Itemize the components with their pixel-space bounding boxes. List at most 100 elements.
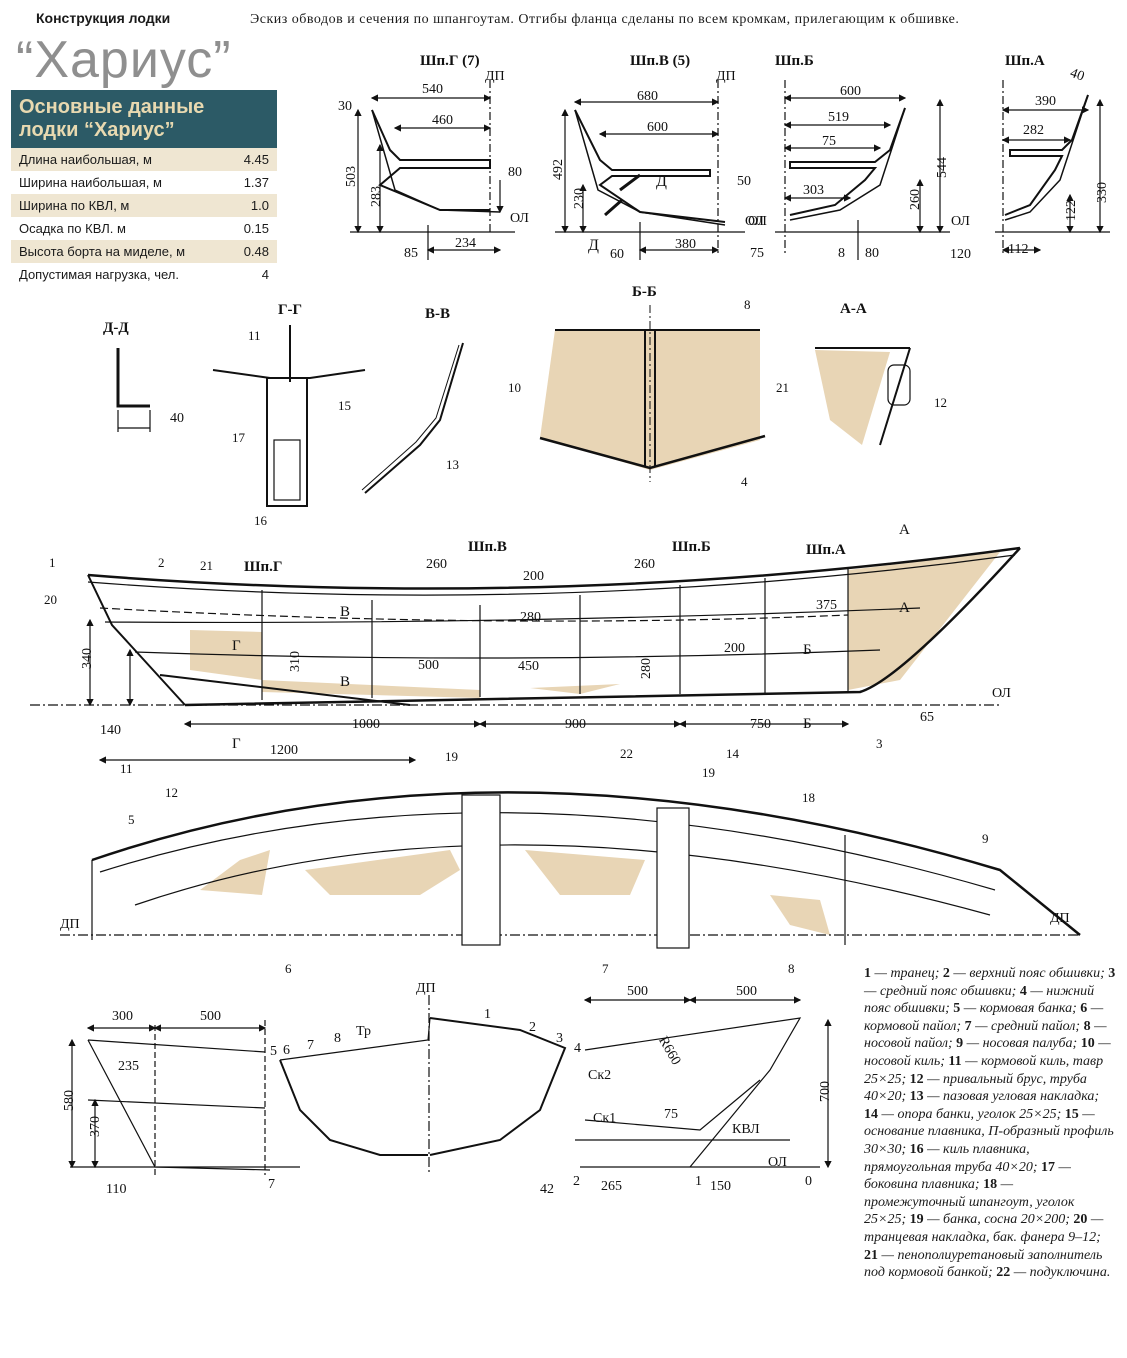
side-dim-280b: 280	[639, 658, 654, 679]
plan-callout-12: 12	[165, 785, 178, 800]
frame-a-dim-282: 282	[1023, 123, 1044, 138]
side-dim-65: 65	[920, 710, 934, 725]
side-callout-21: 21	[200, 558, 213, 573]
lines-body-4: 4	[574, 1041, 581, 1056]
legend-text: — средний пояс обшивки;	[864, 983, 1020, 999]
legend-number: 9	[956, 1036, 964, 1052]
frame-g-dim-30: 30	[338, 99, 352, 114]
lines-dim-700: 700	[818, 1081, 833, 1102]
legend-text: — пазовая угловая накладка;	[923, 1089, 1100, 1105]
legend-text: — подуключина.	[1010, 1265, 1111, 1281]
frame-g-dim-85: 85	[404, 246, 418, 261]
cut-a1: А	[899, 522, 910, 538]
legend-text: — кормовой пайол;	[864, 1001, 1104, 1034]
legend-number: 20	[1073, 1212, 1088, 1228]
data-row: Ширина по КВЛ, м 1.0	[11, 194, 277, 217]
side-dim-900: 900	[565, 717, 586, 732]
plan-callout-5: 5	[128, 812, 135, 827]
data-row-label: Допустимая нагрузка, чел.	[19, 267, 179, 282]
data-row-value: 1.37	[243, 175, 269, 190]
legend-number: 3	[1108, 966, 1116, 981]
frame-g-dim-460: 460	[432, 113, 453, 128]
cut-g1: Г	[232, 638, 241, 654]
legend-text: — опора банки, уголок 25×25;	[878, 1106, 1065, 1122]
section-bb	[539, 305, 766, 482]
frame-b-dim-600: 600	[840, 84, 861, 99]
cut-g2: Г	[232, 736, 241, 752]
section-bb-title: Б-Б	[632, 284, 657, 300]
lines-dp: ДП	[416, 981, 436, 996]
frame-g-title: Шп.Г (7)	[420, 53, 480, 69]
side-dim-260b: 260	[634, 557, 655, 572]
side-callout-3: 3	[876, 736, 883, 751]
plan-callout-7: 7	[602, 961, 609, 976]
legend-text: — носовая палуба;	[963, 1036, 1081, 1052]
lines-body-2: 2	[529, 1020, 536, 1035]
frame-b-title: Шп.Б	[775, 53, 814, 69]
lines-dim-150: 150	[710, 1179, 731, 1194]
data-row-value: 1.0	[250, 198, 269, 213]
lines-ol: ОЛ	[768, 1155, 787, 1170]
side-dim-200b: 200	[724, 641, 745, 656]
frame-b-dim-303: 303	[803, 183, 824, 198]
lines-mark-0: 0	[805, 1174, 812, 1189]
plan-callout-18: 18	[802, 790, 815, 805]
plan-callout-8: 8	[788, 961, 795, 976]
frame-g-dim-283: 283	[369, 186, 384, 207]
legend-number: 4	[1019, 983, 1027, 999]
boat-name-title: “Хариус”	[16, 31, 232, 89]
lines-body-6: 6	[283, 1043, 290, 1058]
data-row-value: 0.15	[243, 221, 269, 236]
section-bb-c10: 10	[508, 380, 521, 395]
legend-text: — основание плавника, П-образный профиль…	[864, 1106, 1114, 1157]
frame-v-dim-380: 380	[675, 237, 696, 252]
data-row: Допустимая нагрузка, чел. 4	[11, 263, 277, 286]
frame-a-dim-330: 330	[1095, 182, 1110, 203]
data-row-label: Ширина наибольшая, м	[19, 175, 162, 190]
frame-g-dim-540: 540	[422, 82, 443, 97]
frame-b-ol: ОЛ	[748, 214, 767, 229]
side-label-ol: ОЛ	[992, 686, 1011, 701]
data-row-value: 4	[261, 267, 269, 282]
legend-number: 14	[864, 1106, 878, 1122]
legend-text: — носовой киль;	[864, 1036, 1111, 1069]
legend-number: 10	[1080, 1036, 1095, 1052]
legend-number: 12	[909, 1071, 924, 1087]
frame-a-section	[995, 80, 1110, 255]
side-dim-280a: 280	[520, 610, 541, 625]
side-dim-260a: 260	[426, 557, 447, 572]
legend-number: 21	[864, 1247, 878, 1263]
plan-callout-9: 9	[982, 831, 989, 846]
data-row-label: Ширина по КВЛ, м	[19, 198, 130, 213]
legend-number: 5	[953, 1001, 961, 1017]
side-dim-1200: 1200	[270, 743, 298, 758]
frame-a-dim-120: 120	[950, 247, 971, 262]
side-dim-450: 450	[518, 659, 539, 674]
legend-number: 15	[1064, 1106, 1079, 1122]
section-aa	[815, 347, 911, 446]
lines-dim-110: 110	[106, 1182, 126, 1197]
lines-sk2: Ск2	[588, 1068, 611, 1083]
frame-a-dim-40: 40	[1068, 66, 1086, 85]
legend-number: 1	[864, 966, 871, 981]
parts-legend: 1 — транец; 2 — верхний пояс обшивки; 3 …	[864, 965, 1116, 1282]
legend-number: 6	[1080, 1001, 1088, 1017]
legend-text: — нижний пояс обшивки;	[864, 983, 1095, 1017]
frame-b-dim-75b: 75	[750, 246, 764, 261]
side-label-b: Шп.Б	[672, 539, 711, 555]
data-title-line2: лодки “Хариус”	[19, 119, 175, 141]
lines-dim-265: 265	[601, 1179, 622, 1194]
section-gg-c15: 15	[338, 398, 351, 413]
side-dim-750: 750	[750, 717, 771, 732]
lines-dim-42: 42	[540, 1182, 554, 1197]
legend-text: — боковина плавника;	[864, 1159, 1071, 1193]
side-callout-20: 20	[44, 592, 57, 607]
legend-text: — средний пайол;	[971, 1018, 1084, 1034]
data-title-line1: Основные данные	[19, 96, 205, 118]
section-gg-c11: 11	[248, 328, 261, 343]
lines-r660: R660	[655, 1034, 683, 1068]
